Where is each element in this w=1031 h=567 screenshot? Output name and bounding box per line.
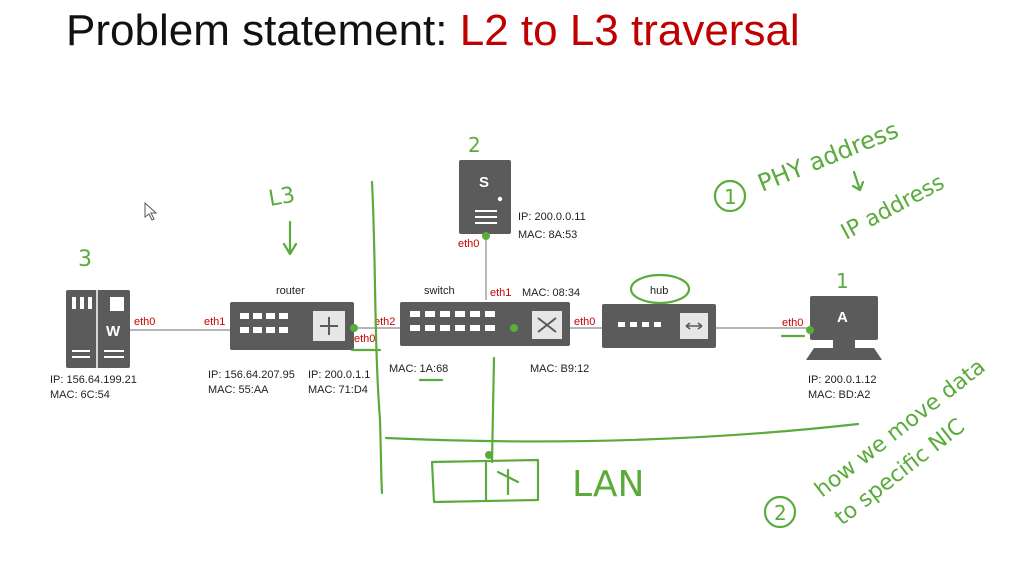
switch-eth1-label: eth1: [490, 287, 511, 299]
switch-eth0-label: eth0: [574, 316, 595, 328]
server-ip: IP: 200.0.0.11: [518, 211, 586, 223]
ink-a-number: 1: [836, 269, 849, 293]
ink-ip-address: IP address: [837, 170, 949, 245]
ink-lan-drop: [490, 356, 496, 464]
ink-server-number: 2: [468, 133, 481, 157]
ink-l3-arrow: [282, 220, 298, 256]
router-eth1-label: eth1: [204, 316, 225, 328]
ink-item2-number: 2: [774, 501, 787, 525]
switch-name: switch: [424, 285, 455, 297]
ink-router-tag: L3: [267, 183, 297, 212]
computer-a-letter: A: [837, 309, 848, 326]
hub-device[interactable]: [602, 304, 716, 348]
w-eth0-label: eth0: [134, 316, 155, 328]
ink-dashes: [350, 348, 444, 382]
title-prefix: Problem statement:: [66, 6, 460, 55]
router-eth0-dot: [350, 324, 358, 332]
switch-status-dot: [510, 324, 518, 332]
router-eth1-ip: IP: 156.64.207.95: [208, 369, 295, 381]
switch-eth2-label: eth2: [374, 316, 395, 328]
title-accent: L2 to L3 traversal: [459, 6, 800, 55]
router-eth0-label: eth0: [354, 333, 375, 345]
server-eth0-dot: [482, 232, 490, 240]
router-eth0-ip: IP: 200.0.1.1: [308, 369, 370, 381]
slide-title: Problem statement: L2 to L3 traversal: [66, 6, 800, 56]
a-eth0-label: eth0: [782, 317, 803, 329]
w-ip: IP: 156.64.199.21: [50, 374, 137, 386]
w-mac: MAC: 6C:54: [50, 389, 110, 401]
ink-item1-number: 1: [724, 185, 737, 209]
ink-lan-box: [430, 458, 540, 504]
server-s[interactable]: S: [459, 160, 511, 234]
a-eth0-dot: [806, 326, 814, 334]
a-mac: MAC: BD:A2: [808, 389, 870, 401]
hub-name: hub: [650, 285, 668, 297]
router-eth0-mac: MAC: 71:D4: [308, 384, 368, 396]
ink-phy-ip-arrow: [851, 170, 865, 192]
lan-drop-dot: [485, 451, 493, 459]
ink-hub-circle: [629, 273, 691, 305]
switch-eth2-mac: MAC: 1A:68: [389, 363, 448, 375]
ink-divider-line: [370, 180, 384, 495]
server-s-letter: S: [479, 174, 489, 191]
router-device[interactable]: [230, 302, 354, 350]
server-w[interactable]: W: [66, 290, 130, 368]
switch-eth0-mac: MAC: B9:12: [530, 363, 589, 375]
ink-lan-bracket: [384, 422, 860, 443]
ink-lan-label: LAN: [572, 464, 644, 505]
router-name: router: [276, 285, 305, 297]
ink-item2-circle: [763, 495, 797, 529]
handwritten-annotations: [282, 170, 865, 529]
server-eth0-label: eth0: [458, 238, 479, 250]
mouse-cursor-icon: [144, 201, 158, 221]
switch-eth1-mac: MAC: 08:34: [522, 287, 580, 299]
ink-w-number: 3: [78, 247, 92, 272]
ink-item1-circle: [713, 179, 747, 213]
switch-device[interactable]: [400, 302, 570, 346]
router-eth1-mac: MAC: 55:AA: [208, 384, 269, 396]
a-ip: IP: 200.0.1.12: [808, 374, 877, 386]
server-mac: MAC: 8A:53: [518, 229, 577, 241]
server-w-letter: W: [106, 323, 121, 340]
ink-phy-address: PHY address: [754, 116, 903, 198]
computer-a[interactable]: A: [806, 296, 882, 360]
